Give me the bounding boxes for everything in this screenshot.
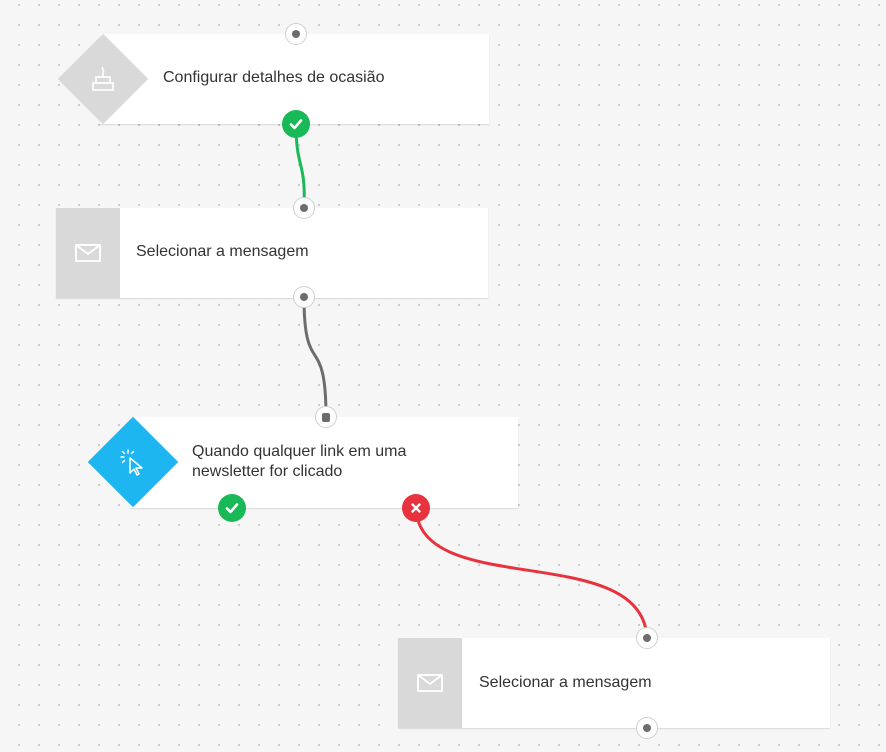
envelope-icon xyxy=(75,244,101,262)
cursor-click-icon xyxy=(117,446,149,478)
node4-output-port[interactable] xyxy=(636,717,658,739)
close-icon xyxy=(411,503,421,513)
node-link-clicked[interactable]: Quando qualquer link em uma newsletter f… xyxy=(130,417,518,508)
node-label: Configurar detalhes de ocasião xyxy=(163,69,385,86)
cake-icon-badge xyxy=(57,33,149,125)
node4-input-port[interactable] xyxy=(636,627,658,649)
node1-input-port[interactable] xyxy=(285,23,307,45)
node-configure-occasion[interactable]: Configurar detalhes de ocasião xyxy=(100,34,489,124)
node-select-message[interactable]: Selecionar a mensagem xyxy=(56,208,488,298)
node-select-message-2[interactable]: Selecionar a mensagem xyxy=(398,638,830,728)
node3-no-port[interactable] xyxy=(402,494,430,522)
cake-icon xyxy=(88,64,118,94)
node-label-line1: Quando qualquer link em uma xyxy=(192,443,407,460)
node-label: Selecionar a mensagem xyxy=(479,674,652,691)
node3-input-port[interactable] xyxy=(315,406,337,428)
node2-input-port[interactable] xyxy=(293,197,315,219)
node3-yes-port[interactable] xyxy=(218,494,246,522)
cursor-click-icon-badge xyxy=(87,416,179,508)
node2-output-port[interactable] xyxy=(293,286,315,308)
node-label-line2: newsletter for clicado xyxy=(192,463,343,480)
check-icon xyxy=(225,503,239,514)
connector-default-line xyxy=(302,296,328,418)
node-label: Selecionar a mensagem xyxy=(136,243,309,260)
envelope-icon xyxy=(417,674,443,692)
node1-yes-port[interactable] xyxy=(282,110,310,138)
check-icon xyxy=(289,119,303,130)
connector-no-line xyxy=(414,507,649,638)
envelope-icon-badge xyxy=(398,638,462,728)
envelope-icon-badge xyxy=(56,208,120,298)
